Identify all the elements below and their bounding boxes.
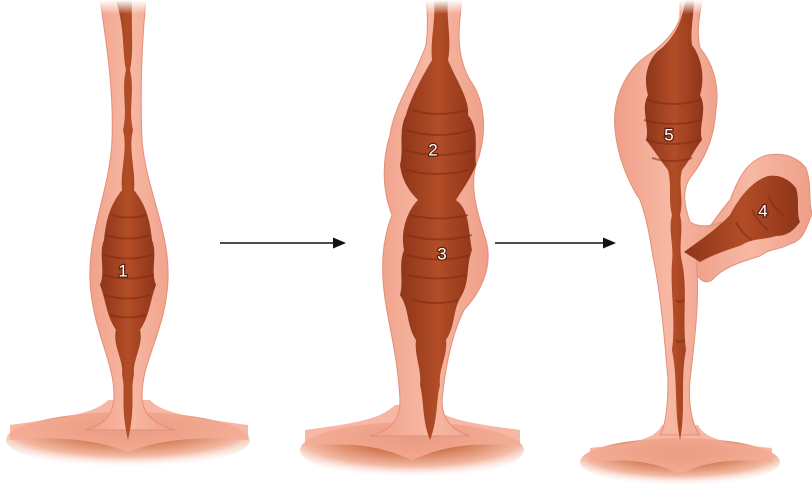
stage-1-tube: 1 bbox=[6, 0, 250, 468]
stage-1-lumen bbox=[100, 0, 156, 440]
label-3: 3 bbox=[437, 244, 446, 263]
arrow-stage-2-to-3 bbox=[495, 238, 616, 249]
label-4: 4 bbox=[758, 201, 767, 220]
arrow-stage-1-to-2 bbox=[220, 238, 346, 249]
label-2: 2 bbox=[428, 140, 437, 159]
label-1: 1 bbox=[118, 261, 127, 280]
label-5: 5 bbox=[664, 125, 673, 144]
